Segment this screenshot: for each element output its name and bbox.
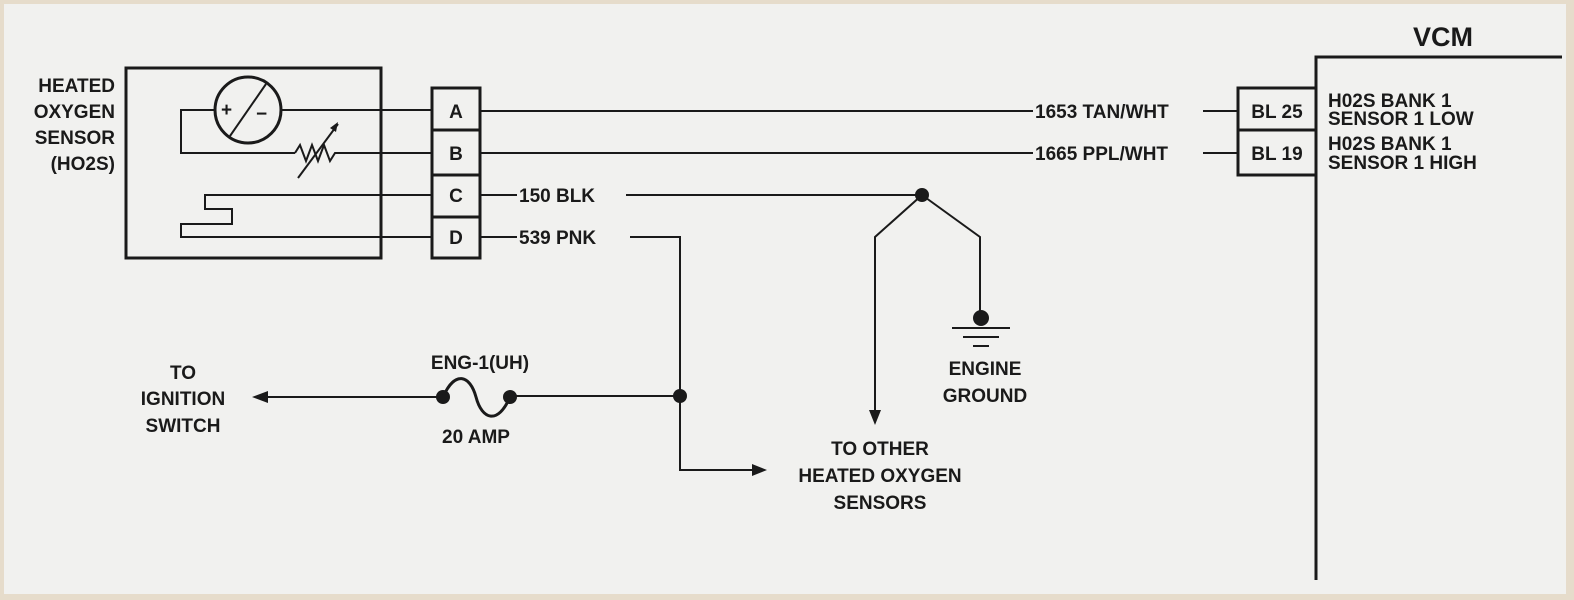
ground-icon bbox=[952, 310, 1010, 347]
variable-resistor-icon bbox=[294, 122, 432, 179]
sensor-housing bbox=[124, 66, 383, 260]
ground-label: ENGINE bbox=[949, 359, 1022, 380]
ground-label: GROUND bbox=[943, 386, 1027, 407]
vcm-pin: BL 25 bbox=[1251, 102, 1303, 123]
vcm-pin: BL 19 bbox=[1251, 144, 1302, 165]
wire-a-label: 1653 TAN/WHT bbox=[1035, 102, 1169, 123]
wire-c-label: 150 BLK bbox=[519, 186, 595, 207]
vcm-terminal-desc: H02S BANK 1 bbox=[1328, 134, 1452, 155]
wire-d-label: 539 PNK bbox=[519, 228, 596, 249]
arrow-left-icon bbox=[252, 391, 268, 403]
sensor-label-line: (HO2S) bbox=[51, 154, 115, 175]
pin-d: D bbox=[449, 228, 463, 249]
pin-a: A bbox=[449, 102, 463, 123]
ignition-label: TO bbox=[170, 363, 196, 384]
vcm-title: VCM bbox=[1413, 22, 1473, 52]
other-sensors-label: TO OTHER bbox=[831, 439, 929, 460]
sensor-label-line: SENSOR bbox=[35, 128, 116, 149]
minus-sign: − bbox=[256, 104, 267, 125]
sensor-label-line: OXYGEN bbox=[34, 102, 115, 123]
diagram-background bbox=[4, 4, 1566, 594]
sensor-connector: A B C D bbox=[430, 86, 482, 260]
vcm-outline bbox=[1314, 55, 1562, 580]
fuse-name: ENG-1(UH) bbox=[431, 353, 529, 374]
ignition-label: IGNITION bbox=[141, 389, 225, 410]
arrow-right-icon bbox=[752, 464, 767, 476]
other-sensors-label: HEATED OXYGEN bbox=[798, 466, 961, 487]
fuse-rating: 20 AMP bbox=[442, 427, 510, 448]
internal-wire bbox=[180, 109, 295, 154]
vcm-connector: BL 25 BL 19 bbox=[1236, 86, 1318, 177]
pin-b: B bbox=[449, 144, 463, 165]
ignition-label: SWITCH bbox=[146, 416, 221, 437]
plus-sign: + bbox=[221, 100, 232, 121]
arrow-down-icon bbox=[869, 410, 881, 425]
wire-to-other-sensors-ground bbox=[874, 194, 923, 412]
vcm-terminal-desc: SENSOR 1 LOW bbox=[1328, 109, 1474, 130]
other-sensors-label: SENSORS bbox=[834, 493, 927, 514]
vcm-terminal-desc: H02S BANK 1 bbox=[1328, 91, 1452, 112]
vcm-terminal-desc: SENSOR 1 HIGH bbox=[1328, 153, 1477, 174]
sensor-label-line: HEATED bbox=[38, 76, 115, 97]
pin-c: C bbox=[449, 186, 463, 207]
heater-element-icon bbox=[180, 194, 432, 238]
wire-d bbox=[480, 236, 755, 471]
wire-b-label: 1665 PPL/WHT bbox=[1035, 144, 1168, 165]
wire-to-ground bbox=[921, 194, 981, 318]
sensor-label: HEATED OXYGEN SENSOR (HO2S) bbox=[34, 76, 116, 175]
